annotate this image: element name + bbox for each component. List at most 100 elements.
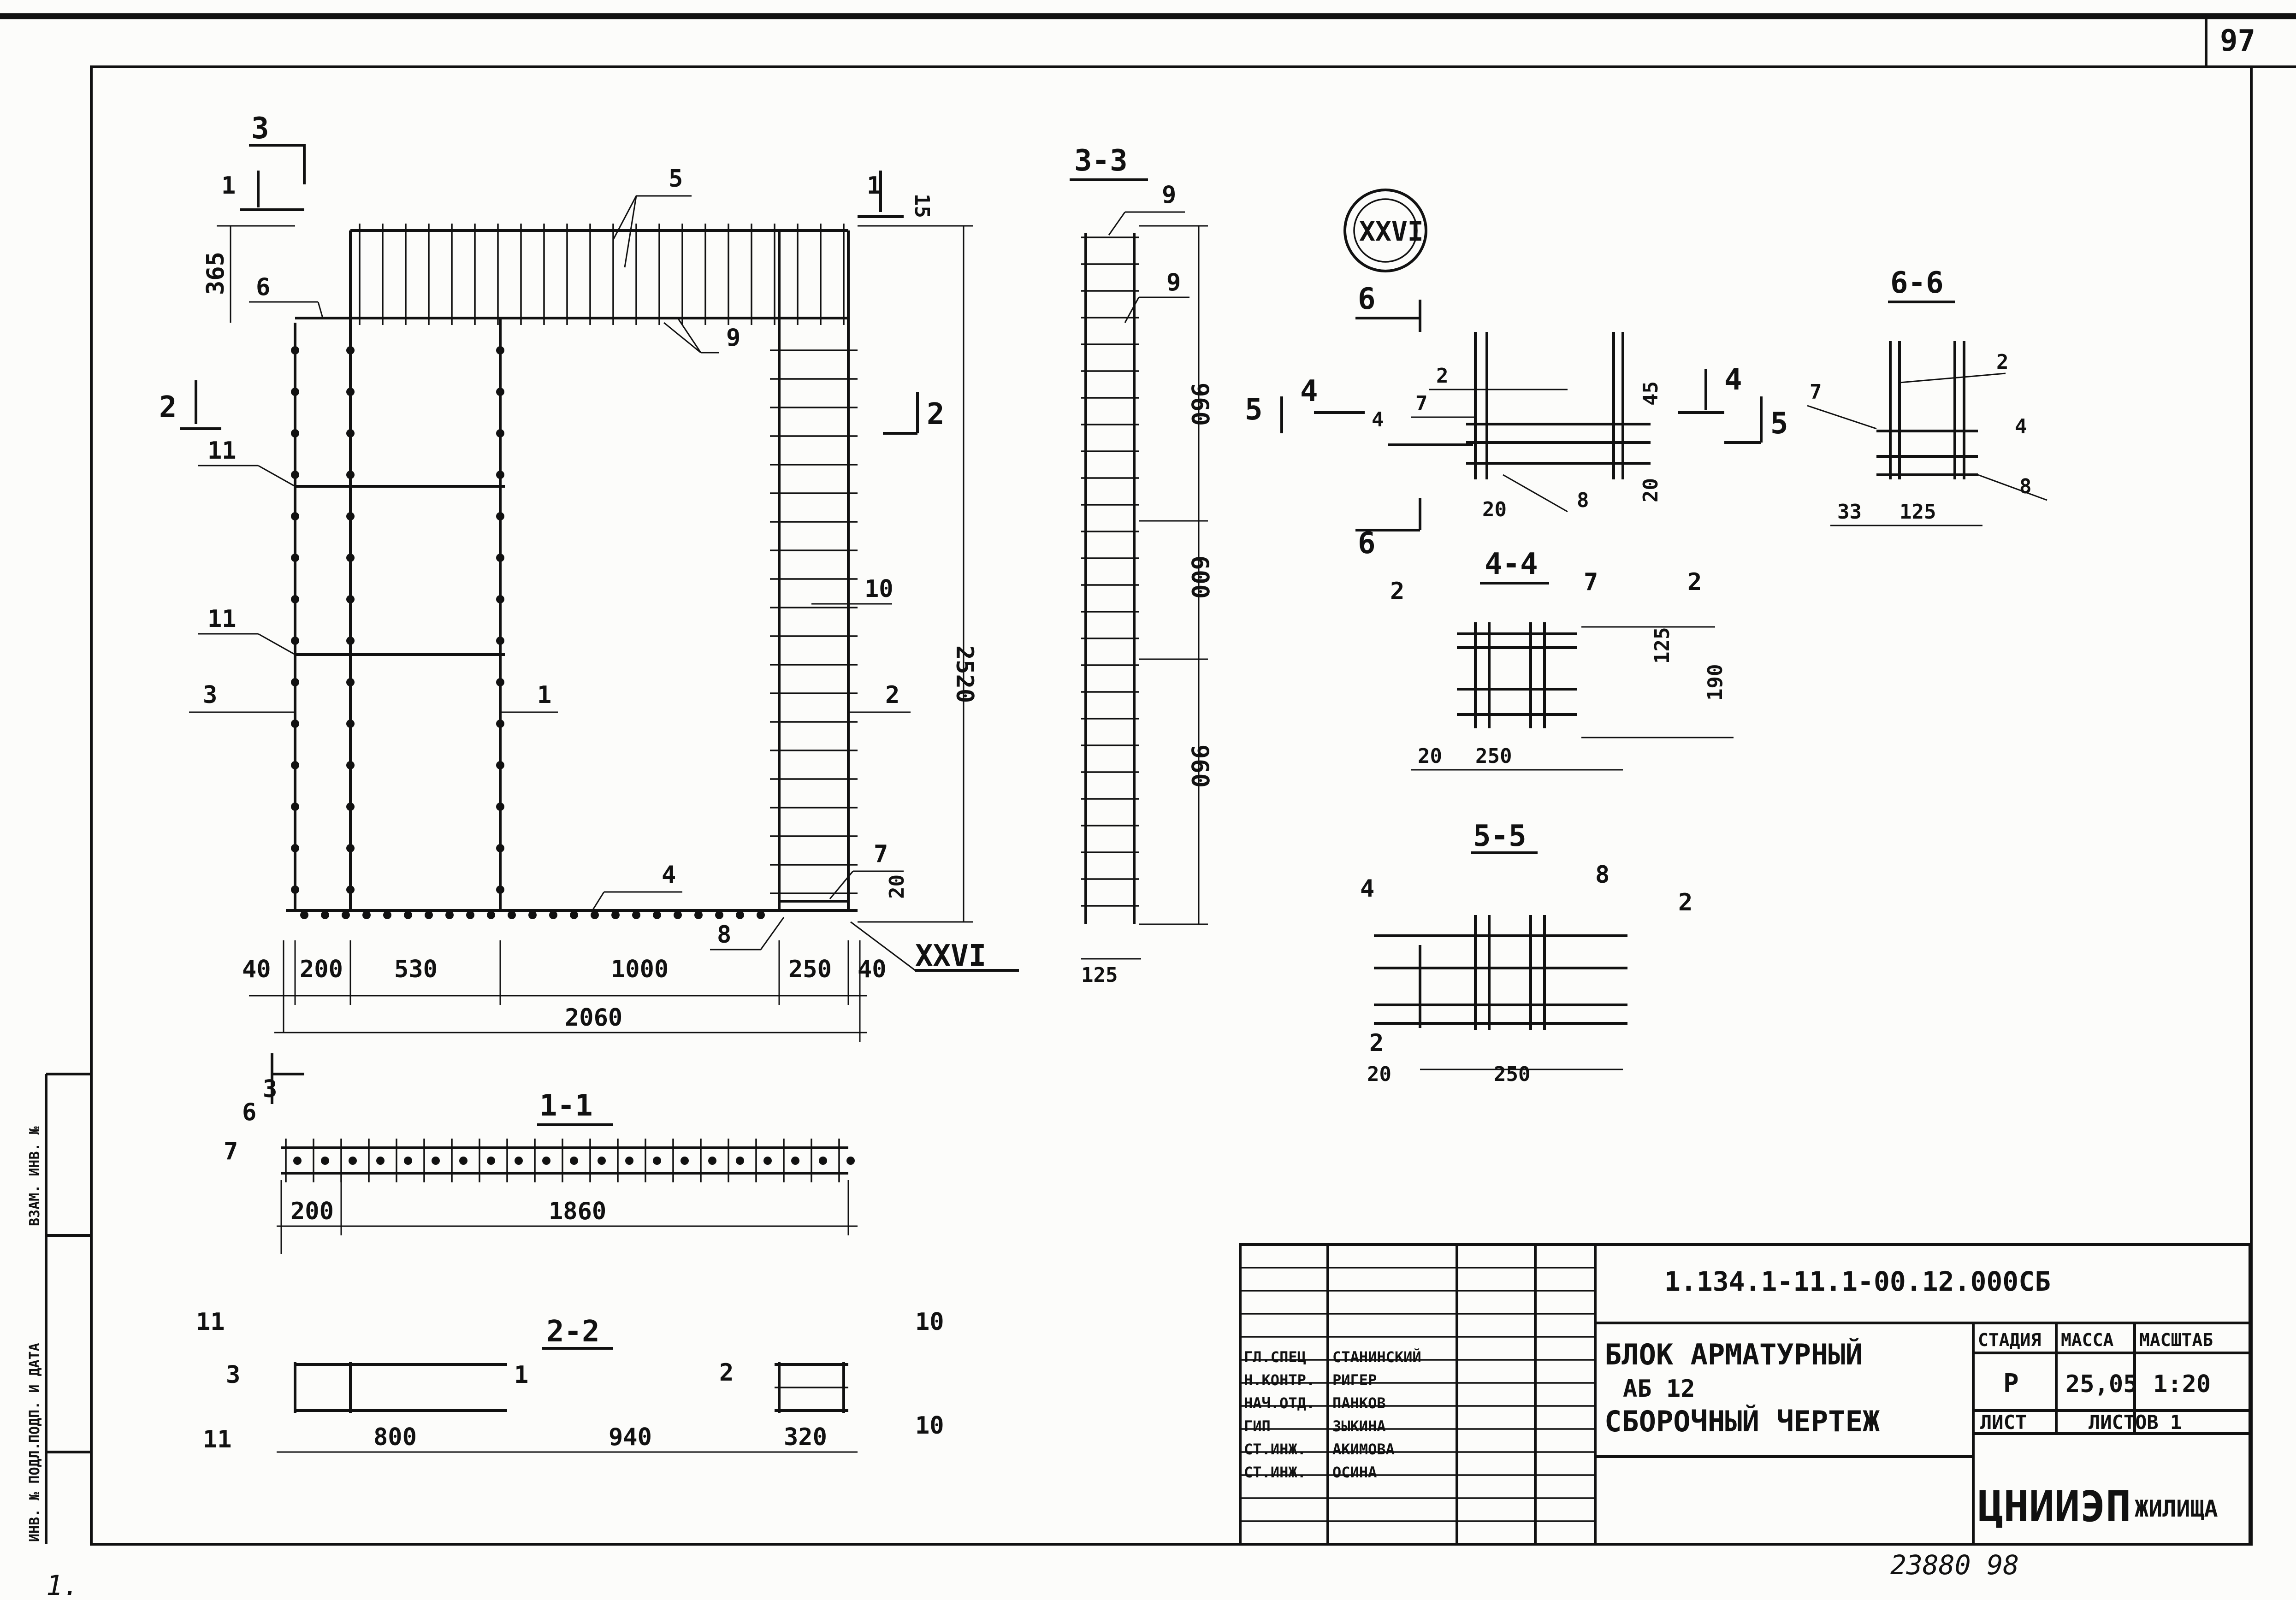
title-line-2: АБ 12 [1623,1375,1695,1403]
node-dim-20b: 20 [1482,498,1507,521]
node-xxvi: XXVI 6 6 5 4 4 5 2 7 4 8 45 20 20 [1245,189,1788,561]
dim-200: 200 [300,956,343,983]
s44-dim-250: 250 [1475,744,1512,768]
dim-530: 530 [394,956,438,983]
bar-dot [496,637,504,645]
bar-dot [404,1157,412,1165]
s44-pos-7: 7 [1584,568,1598,596]
bar-dot [346,678,355,686]
bar-dot [346,886,355,894]
s55-dim-250: 250 [1494,1063,1530,1086]
node-pos-4: 4 [1372,408,1384,431]
signer-role: НАЧ.ОТД. [1244,1394,1315,1412]
corner-mark: 1. [46,1570,79,1600]
bar-dot [496,388,504,396]
bar-dot [496,595,504,603]
s55-pos-8: 8 [1595,861,1610,889]
s66-dim-125: 125 [1900,500,1936,524]
mark-3-bottom: 3 [263,1075,277,1103]
signer-name: АКИМОВА [1332,1441,1395,1458]
bar-dot [346,595,355,603]
bar-dot [346,388,355,396]
s11-pos-6: 6 [242,1098,256,1126]
main-view: 2520 365 15 20 40 200 530 1000 250 40 20… [159,112,1019,1104]
s22-pos-11b: 11 [203,1426,232,1453]
bar-dot [496,429,504,437]
s33-dim-960a: 960 [1186,383,1213,426]
bar-dot [515,1157,523,1165]
bar-dot [496,346,504,354]
main-top-dim: 365 [202,252,230,295]
side-stamp-replace: ВЗАМ. ИНВ. № [27,1126,43,1226]
s33-dim-125: 125 [1081,963,1118,987]
s22-pos-1: 1 [514,1361,528,1389]
bar-dot [291,844,299,852]
pos-8: 8 [717,921,731,949]
bar-dot [598,1157,606,1165]
section-6-6: 6-6 2 7 4 8 33 125 [1807,266,2047,526]
node-5-left: 5 [1245,393,1263,427]
s66-dim-33: 33 [1837,500,1862,524]
bar-dot [625,1157,633,1165]
bar-dot [293,1157,302,1165]
sheet-label: ЛИСТ [1980,1411,2027,1434]
s55-pos-2b: 2 [1369,1029,1384,1057]
node-5-right: 5 [1770,407,1788,441]
bar-dot [528,911,537,919]
s33-pos-9a: 9 [1162,181,1176,209]
pos-9: 9 [726,324,740,352]
bar-dot [376,1157,385,1165]
mass-value: 25,05 [2065,1370,2138,1398]
bar-dot [291,595,299,603]
drawing-code: 1.134.1-11.1-00.12.000СБ [1664,1266,2051,1297]
mark-3-top: 3 [251,112,269,146]
mark-2-left: 2 [159,390,177,425]
bar-dot [362,911,371,919]
signer-role: ГИП [1244,1417,1271,1435]
node-6-bottom: 6 [1358,526,1376,561]
signer-role: Н.КОНТР. [1244,1371,1315,1389]
bar-dot [346,761,355,769]
bar-dot [819,1157,827,1165]
section-2-2: 2-2 11 3 1 11 2 10 10 800 940 320 [196,1308,944,1453]
s55-pos-2a: 2 [1678,889,1692,916]
bar-dot [346,471,355,479]
bar-dot [346,844,355,852]
bar-dot [496,803,504,811]
signer-role: ГЛ.СПЕЦ [1244,1348,1306,1366]
s66-pos-8: 8 [2019,475,2032,498]
bar-dot [291,637,299,645]
scale-value: 1:20 [2153,1370,2211,1398]
bar-dot [346,554,355,562]
bar-dot [291,886,299,894]
s11-pos-7: 7 [224,1138,238,1165]
bar-dot [300,911,308,919]
pos-4: 4 [662,861,676,889]
bar-dot [291,678,299,686]
side-stamp-sign: ПОДП. И ДАТА [27,1343,43,1443]
dim-40-left: 40 [242,956,271,983]
node-4-left: 4 [1300,374,1318,408]
dim-250: 250 [788,956,832,983]
s44-dim-125: 125 [1651,627,1674,664]
pos-3: 3 [203,681,217,709]
node-dim-20: 20 [1639,478,1663,502]
bar-dot [346,346,355,354]
s55-dim-20: 20 [1367,1063,1391,1086]
mark-1-left: 1 [221,172,236,200]
bar-dot [291,346,299,354]
signer-name: СТАНИНСКИЙ [1332,1348,1421,1366]
s66-pos-7: 7 [1810,380,1822,404]
bar-dot [342,911,350,919]
bar-dot [291,471,299,479]
org-big: ЦНИИЭП [1978,1482,2131,1531]
pos-6: 6 [256,273,270,301]
side-stamp-inv: ИНВ. № ПОДЛ. [27,1442,43,1542]
s22-pos-10b: 10 [915,1412,944,1440]
main-bottom-small: 20 [885,874,909,899]
s22-dim-940: 940 [609,1423,652,1451]
bar-dot [346,429,355,437]
bar-dot [508,911,516,919]
signer-role: СТ.ИНЖ. [1244,1441,1306,1458]
